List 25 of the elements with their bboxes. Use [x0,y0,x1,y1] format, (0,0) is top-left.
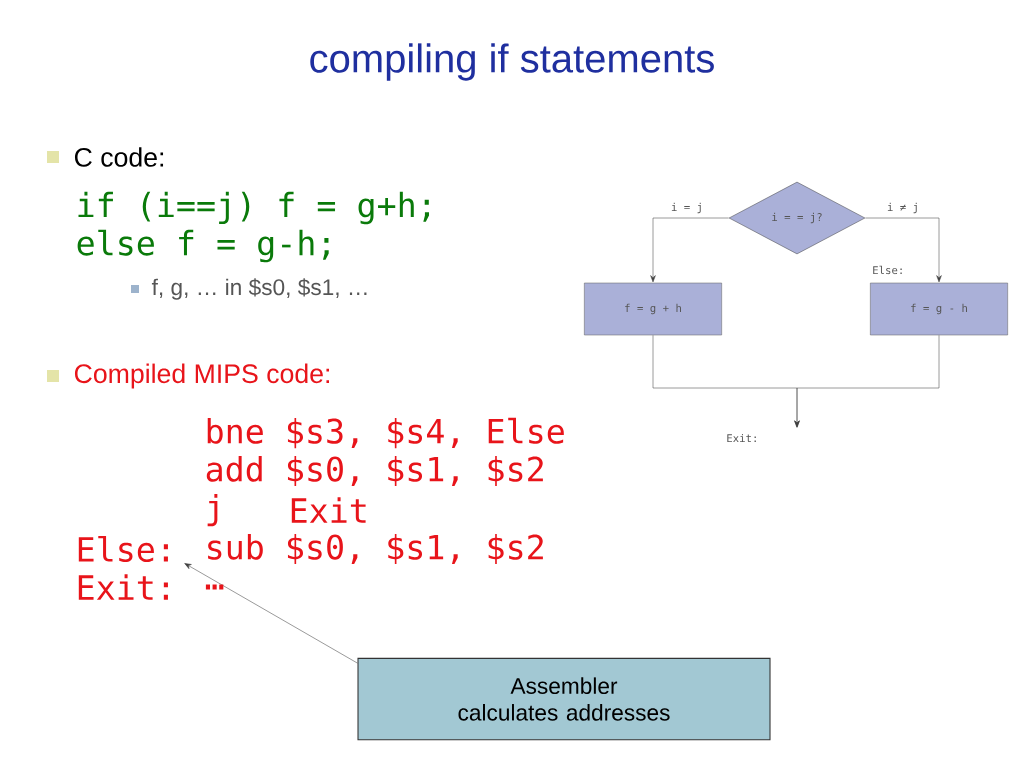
code-line: if (i==j) f = g+h; [78,191,429,225]
bullet-text: f, g, … in $s0, $s1, … [151,278,367,300]
edge-label: i ≠ j [887,202,917,214]
title: compiling if statements [310,43,714,81]
edge-label: i = j [671,202,701,214]
code-label: Else: [78,536,168,562]
leader-line [184,563,358,664]
code-line: sub $s0, $s1, $s2 [208,533,543,565]
bullet-text: C code: [74,147,164,167]
code-line: j [207,493,218,527]
callout-box: Assembler calculates addresses [357,657,771,741]
code-line: add $s0, $s1, $s2 [206,455,543,487]
branch-label: Else: [873,265,902,275]
code-line: bne $s3, $s4, Else [207,417,564,449]
code-label: Exit: [78,574,168,600]
process-box: f = g - h [870,282,1008,336]
process-box: f = g + h [584,282,722,336]
arrow [650,217,729,283]
code-line: … [205,584,224,590]
code-line: else f = g-h; [77,229,329,263]
arrow [865,217,942,283]
code-line: Exit [291,497,366,523]
bullet-text: Compiled MIPS code: [74,363,329,389]
arrow [794,335,940,428]
exit-label: Exit: [727,433,756,443]
